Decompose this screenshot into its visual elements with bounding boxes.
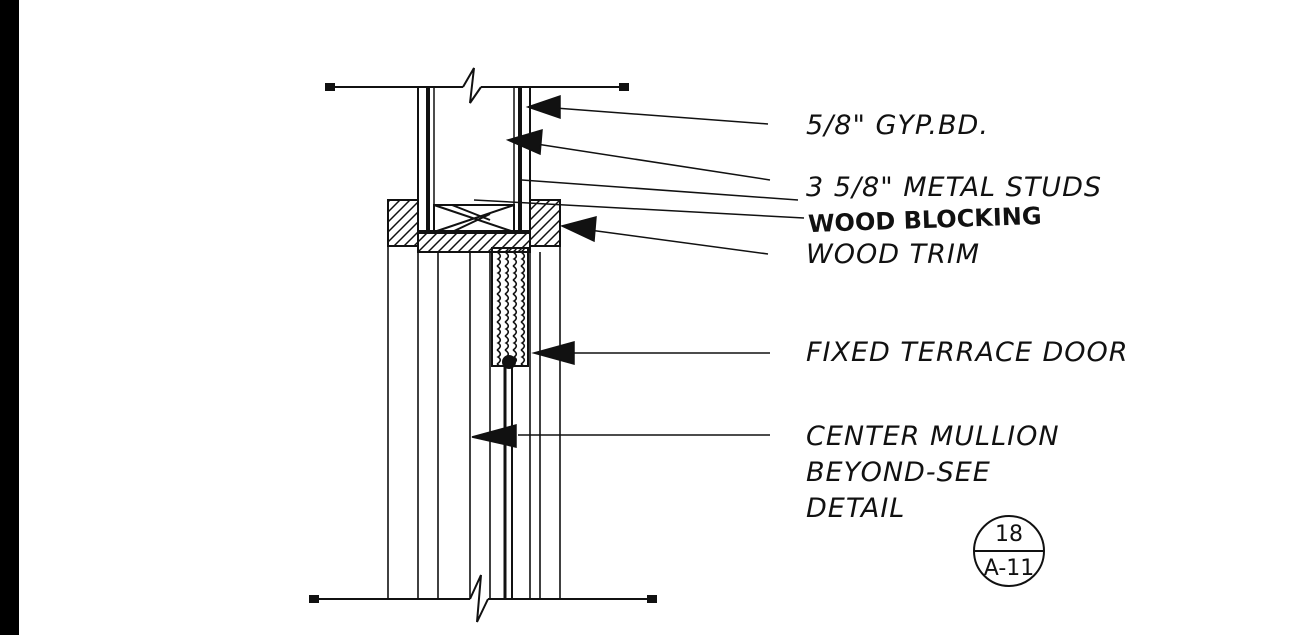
wood-blocking-shape: [433, 204, 515, 233]
label-wood-trim: WOOD TRIM: [806, 239, 981, 270]
detail-tag-circle: [973, 515, 1045, 587]
detail-tag-sheet: A-11: [983, 556, 1035, 581]
scan-border: [0, 0, 19, 635]
mullion-line: [503, 366, 513, 599]
label-mullion-line1: CENTER MULLION: [806, 421, 1060, 452]
wood-trim-shape: [387, 199, 561, 253]
terrace-door-shape: [491, 247, 529, 369]
label-metal-studs: 3 5/8" METAL STUDS: [806, 172, 1103, 203]
top-break-line: [325, 67, 629, 104]
label-mullion-line3: DETAIL: [806, 493, 906, 524]
bottom-break-line: [309, 574, 657, 623]
leader-arrows: [471, 94, 805, 448]
label-terrace-door: FIXED TERRACE DOOR: [806, 337, 1129, 368]
label-gyp-board: 5/8" GYP.BD.: [806, 110, 989, 141]
frame-jambs: [387, 246, 561, 599]
label-mullion-line2: BEYOND-SEE: [806, 457, 991, 488]
detail-tag-number: 18: [995, 522, 1023, 547]
